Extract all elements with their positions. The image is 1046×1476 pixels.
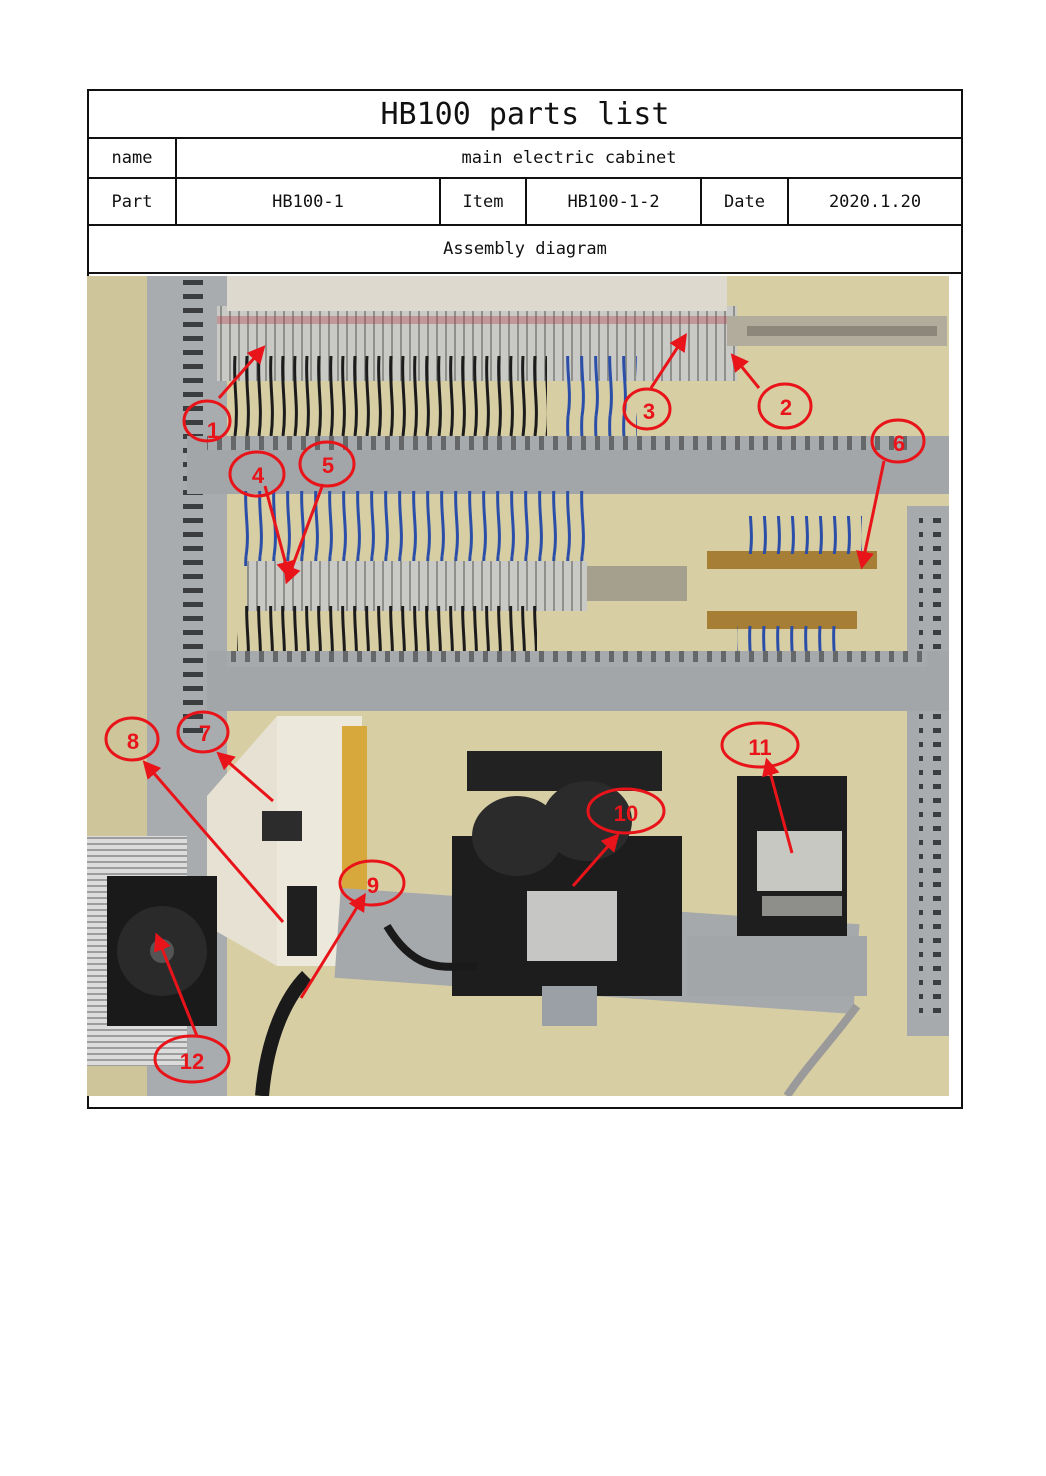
callout-label: 12 <box>180 1049 204 1074</box>
name-value: main electric cabinet <box>461 148 677 168</box>
assembly-row: Assembly diagram <box>89 226 961 274</box>
callout-label: 7 <box>199 721 211 746</box>
date-label: Date <box>702 179 789 224</box>
part-value: HB100-1 <box>177 179 441 224</box>
page-title: HB100 parts list <box>380 96 670 132</box>
item-value: HB100-1-2 <box>527 179 702 224</box>
date-value: 2020.1.20 <box>828 191 922 212</box>
item-label: Item <box>441 179 527 224</box>
callout-label: 3 <box>643 399 655 424</box>
assembly-photo: 1 2 3 4 5 6 7 8 9 10 11 12 <box>87 276 949 1096</box>
part-row: Part HB100-1 Item HB100-1-2 Date 2020.1.… <box>89 179 961 226</box>
name-row: name main electric cabinet <box>89 139 961 179</box>
title-row: HB100 parts list <box>89 91 961 139</box>
callout-label: 2 <box>780 395 792 420</box>
callout-label: 11 <box>748 735 771 760</box>
parts-list-sheet: HB100 parts list name main electric cabi… <box>87 89 963 1109</box>
callout-label: 5 <box>322 453 334 478</box>
assembly-photo-drawing: 1 2 3 4 5 6 7 8 9 10 11 12 <box>87 276 949 1096</box>
callout-label: 10 <box>614 801 638 826</box>
callout-label: 8 <box>127 729 139 754</box>
part-label: Part <box>89 179 177 224</box>
assembly-diagram-label: Assembly diagram <box>443 239 607 259</box>
callout-label: 6 <box>893 431 905 456</box>
callout-label: 9 <box>367 873 379 898</box>
callout-label: 4 <box>252 463 265 488</box>
callout-label: 1 <box>207 418 219 443</box>
name-label: name <box>89 139 177 177</box>
